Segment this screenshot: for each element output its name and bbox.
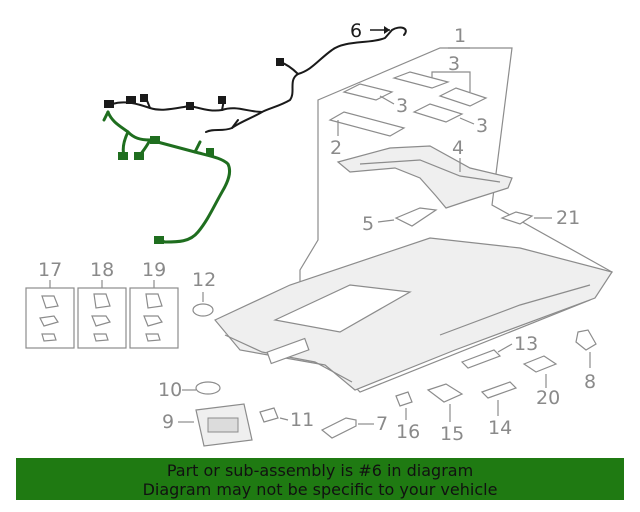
callout-11-arrow bbox=[279, 417, 289, 421]
plug-12 bbox=[192, 303, 214, 317]
callout-5-arrow bbox=[377, 219, 395, 223]
callout-3-top: 3 bbox=[448, 53, 460, 75]
callout-15: 15 bbox=[440, 423, 464, 445]
connector-icon bbox=[186, 102, 194, 110]
clip-set-18 bbox=[91, 293, 111, 342]
pad-3c bbox=[438, 87, 488, 107]
callout-6-arrowhead bbox=[384, 26, 390, 34]
banner-line-1: Part or sub-assembly is #6 in diagram bbox=[166, 461, 474, 480]
callout-16: 16 bbox=[396, 421, 420, 443]
light-20 bbox=[522, 355, 558, 373]
callout-21: 21 bbox=[556, 207, 580, 229]
pad-3d bbox=[412, 103, 464, 123]
clip-21 bbox=[500, 211, 534, 225]
trim-13 bbox=[460, 349, 502, 369]
clip-11 bbox=[259, 407, 279, 423]
frame-4-detail bbox=[359, 159, 501, 183]
callout-3-right: 3 bbox=[476, 115, 488, 137]
bracket-5 bbox=[394, 207, 438, 227]
connector-icon bbox=[134, 152, 144, 160]
connector-icon bbox=[150, 136, 160, 144]
connector-icon bbox=[154, 236, 164, 244]
callout-6: 6 bbox=[350, 20, 362, 42]
callout-3-mid: 3 bbox=[396, 95, 408, 117]
callout-17: 17 bbox=[38, 259, 62, 281]
connector-icon bbox=[218, 96, 226, 104]
callout-8: 8 bbox=[584, 371, 596, 393]
callout-4: 4 bbox=[452, 137, 464, 159]
callout-2: 2 bbox=[330, 137, 342, 159]
callout-10: 10 bbox=[158, 379, 182, 401]
callout-1: 1 bbox=[454, 25, 466, 47]
map-light-opening bbox=[266, 337, 310, 365]
callout-3-bracket bbox=[431, 71, 471, 92]
callout-12: 12 bbox=[192, 269, 216, 291]
grab-handle-7 bbox=[320, 417, 357, 439]
wire-harness-highlight-main bbox=[106, 110, 232, 244]
pad-3b bbox=[392, 71, 450, 89]
pad-2 bbox=[328, 111, 406, 137]
sunroof-opening bbox=[273, 284, 412, 333]
headliner-shell bbox=[214, 237, 613, 391]
plug-10 bbox=[195, 381, 221, 395]
connector-icon bbox=[104, 100, 114, 108]
callout-14: 14 bbox=[488, 417, 512, 439]
connector-icon bbox=[276, 58, 284, 66]
hook-8 bbox=[575, 329, 597, 351]
connector-icon bbox=[140, 94, 148, 102]
wire-harness-branch-b bbox=[111, 101, 191, 111]
frame-4 bbox=[336, 145, 513, 209]
callout-13: 13 bbox=[514, 333, 538, 355]
clip-set-17 bbox=[39, 295, 59, 342]
connector-icon bbox=[206, 148, 214, 156]
callout-17-line bbox=[49, 280, 155, 288]
headliner-side-edge bbox=[439, 284, 591, 336]
headliner-diagram: 6 1 3 3 3 2 4 5 21 17 18 19 bbox=[25, 20, 613, 447]
console-15 bbox=[426, 383, 464, 403]
wire-harness-highlight-branch bbox=[102, 110, 202, 160]
callout-19: 19 bbox=[142, 259, 166, 281]
callout-18: 18 bbox=[90, 259, 114, 281]
wire-harness-upper bbox=[189, 26, 407, 113]
sun-visor-mirror bbox=[207, 417, 239, 433]
callout-11: 11 bbox=[290, 409, 314, 431]
callout-7: 7 bbox=[376, 413, 388, 435]
wire-harness-branch-a bbox=[205, 111, 263, 133]
callout-3-right-line bbox=[459, 117, 475, 125]
callout-9: 9 bbox=[162, 411, 174, 433]
banner-line-2: Diagram may not be specific to your vehi… bbox=[142, 480, 498, 499]
callout-20: 20 bbox=[536, 387, 560, 409]
callout-3-mid-line bbox=[379, 95, 395, 105]
callout-5: 5 bbox=[362, 213, 374, 235]
bracket-16 bbox=[395, 391, 413, 407]
clip-set-19 bbox=[143, 293, 163, 342]
info-banner: Part or sub-assembly is #6 in diagram Di… bbox=[16, 458, 624, 500]
connector-icon bbox=[118, 152, 128, 160]
connector-icon bbox=[126, 96, 136, 104]
trim-14 bbox=[480, 381, 518, 399]
callout-13-line bbox=[497, 343, 513, 353]
